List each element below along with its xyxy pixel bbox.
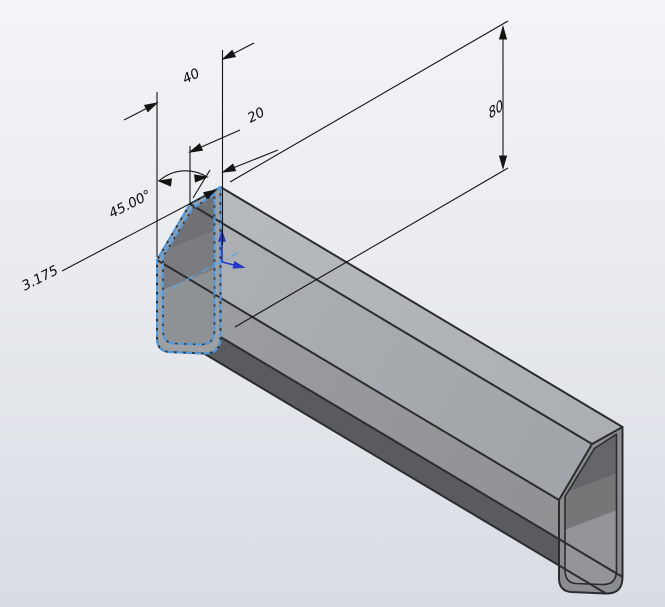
solid-body[interactable] [156,185,625,595]
dimension-chamfer-offset[interactable]: 20 [188,104,279,205]
sketch-outer-profile[interactable] [156,185,222,355]
face-bottom-band [204,337,623,594]
sketch-profile[interactable] [156,185,222,355]
sketch-centerline[interactable] [155,252,239,297]
dimension-width[interactable]: 40 [123,42,255,257]
face-top[interactable] [190,187,623,444]
face-chamfer[interactable] [157,204,592,500]
dimension-chamfer-offset-value[interactable]: 20 [245,104,268,126]
dimension-width-value[interactable]: 40 [180,65,203,87]
sketch-inner-profile[interactable] [162,192,216,346]
